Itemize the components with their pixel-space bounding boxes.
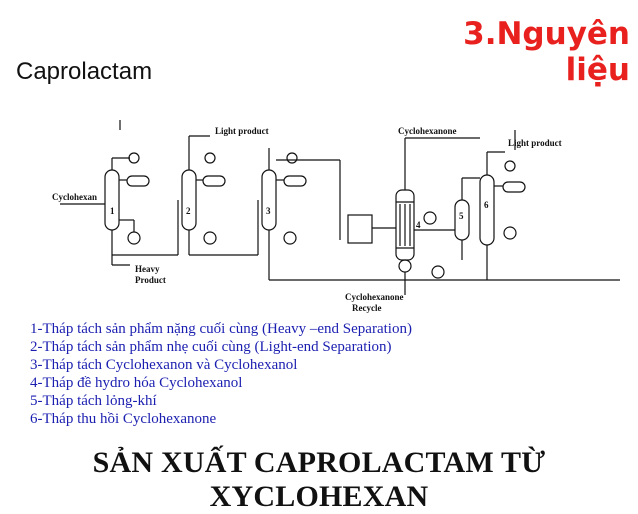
legend-item-5: 5-Tháp tách lỏng-khí <box>30 393 157 409</box>
column-6 <box>479 130 526 280</box>
recycle-label-line2: Recycle <box>352 303 381 313</box>
legend-list: 1-Tháp tách sản phẩm nặng cuối cùng (Hea… <box>30 320 412 428</box>
slide-subtitle: Caprolactam <box>16 58 153 85</box>
column-1 <box>104 152 179 266</box>
unit-1-label: 1 <box>110 206 115 216</box>
legend-item-6: 6-Tháp thu hồi Cyclohexanone <box>30 411 217 427</box>
cyclohexanone-top-label: Cyclohexanone <box>398 126 457 136</box>
column-2 <box>181 135 259 256</box>
unit-2-label: 2 <box>186 206 191 216</box>
unit-4-label: 4 <box>416 220 421 230</box>
process-flow-diagram: Light product Cyclohexanone Light produc… <box>52 120 620 313</box>
column-3 <box>261 148 620 281</box>
reactor-4 <box>347 137 480 295</box>
unit-6-label: 6 <box>484 200 489 210</box>
legend-item-4: 4-Tháp đề hydro hóa Cyclohexanol <box>30 375 243 391</box>
light-product-top-label: Light product <box>215 126 269 136</box>
slide-title: 3.Nguyên liệu <box>463 16 630 88</box>
light-product-right-label: Light product <box>508 138 562 148</box>
unit-5-label: 5 <box>459 211 464 221</box>
slide-footer-title: SẢN XUẤT CAPROLACTAM TỪ XYCLOHEXAN <box>92 446 546 513</box>
recycle-label-line1: Cyclohexanone <box>345 292 404 302</box>
legend-item-1: 1-Tháp tách sản phẩm nặng cuối cùng (Hea… <box>30 321 412 337</box>
column-5 <box>414 177 480 279</box>
feed-label: Cyclohexan <box>52 192 97 202</box>
unit-3-label: 3 <box>266 206 271 216</box>
legend-item-3: 3-Tháp tách Cyclohexanon và Cyclohexanol <box>30 357 298 373</box>
legend-item-2: 2-Tháp tách sản phẩm nhẹ cuối cùng (Ligh… <box>30 339 392 355</box>
heavy-label-line1: Heavy <box>135 264 160 274</box>
heavy-label-line2: Product <box>135 275 166 285</box>
